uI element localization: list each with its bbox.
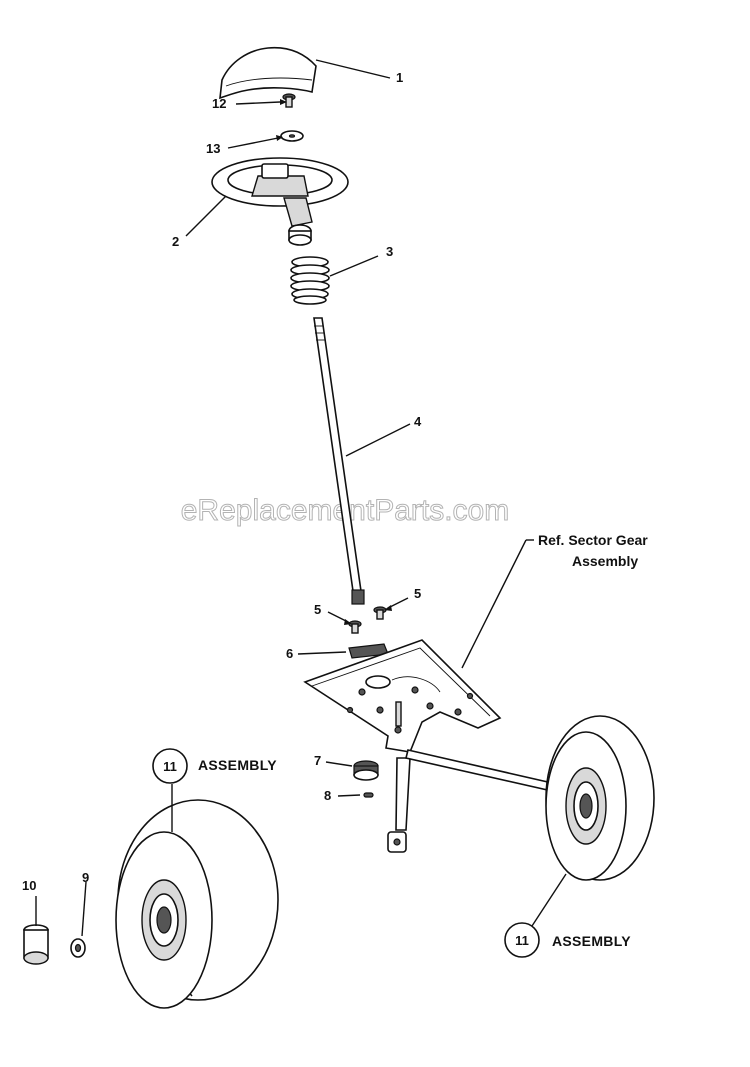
assembly-label-left: ASSEMBLY bbox=[198, 757, 277, 773]
callout-2: 2 bbox=[172, 234, 179, 249]
right-wheel-assembly bbox=[545, 715, 655, 881]
callout-4: 4 bbox=[414, 414, 422, 429]
callout-11-left: 11 bbox=[152, 748, 188, 784]
reference-label-line2: Assembly bbox=[572, 553, 638, 569]
callout-10: 10 bbox=[22, 878, 36, 893]
part-steering-cap bbox=[219, 46, 317, 100]
callout-13: 13 bbox=[206, 141, 220, 156]
callout-8: 8 bbox=[324, 788, 331, 803]
part-bolt-left bbox=[348, 620, 362, 634]
part-bolt-right bbox=[373, 606, 387, 620]
reference-label-line1: Ref. Sector Gear bbox=[538, 532, 648, 548]
part-drag-link-arm bbox=[387, 757, 411, 853]
sector-gear-plate bbox=[303, 639, 502, 753]
callout-5-left: 5 bbox=[314, 602, 321, 617]
part-axle-washer bbox=[70, 938, 86, 958]
callout-11-right: 11 bbox=[504, 922, 540, 958]
callout-3: 3 bbox=[386, 244, 393, 259]
part-steering-wheel bbox=[211, 157, 349, 246]
part-screw bbox=[282, 93, 296, 108]
callout-12: 12 bbox=[212, 96, 226, 111]
callout-1: 1 bbox=[396, 70, 403, 85]
part-steering-shaft bbox=[313, 317, 365, 605]
callout-5-right: 5 bbox=[414, 586, 421, 601]
svg-text:11: 11 bbox=[515, 933, 529, 948]
svg-text:11: 11 bbox=[163, 759, 177, 774]
callout-6: 6 bbox=[286, 646, 293, 661]
callout-9: 9 bbox=[82, 870, 89, 885]
part-bushing bbox=[353, 760, 379, 781]
leader-lines bbox=[35, 59, 567, 937]
part-spring bbox=[290, 256, 330, 305]
callout-7: 7 bbox=[314, 753, 321, 768]
part-hub-cap bbox=[23, 924, 49, 965]
assembly-label-right: ASSEMBLY bbox=[552, 933, 631, 949]
left-wheel-assembly bbox=[115, 799, 279, 1009]
part-pin bbox=[363, 792, 374, 798]
part-washer bbox=[280, 130, 304, 142]
